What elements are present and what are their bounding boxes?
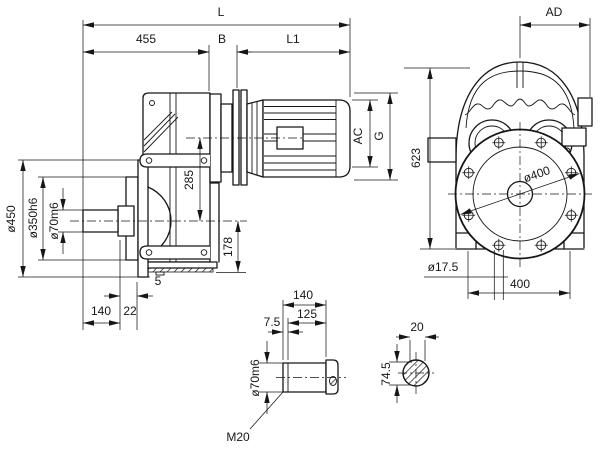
front-view: AD 623 ø400 ø17.5 400 xyxy=(404,5,593,300)
motor-flange-plate xyxy=(232,89,240,186)
key-cross-section: 20 74.5 xyxy=(379,320,439,403)
side-block-right xyxy=(577,97,593,127)
motor-body xyxy=(262,99,351,178)
dim-label-285: 285 xyxy=(182,170,196,190)
side-pad-left xyxy=(427,137,457,163)
housing-base xyxy=(142,261,218,269)
dim-label-L1: L1 xyxy=(286,32,300,46)
dim-label-178: 178 xyxy=(221,237,235,257)
dim-label-B: B xyxy=(218,32,226,46)
dim-label-dia450: ø450 xyxy=(4,205,18,233)
dim-label-22: 22 xyxy=(123,304,137,318)
dim-label-623: 623 xyxy=(409,148,423,168)
dim-label-dia17-5: ø17.5 xyxy=(428,260,459,274)
dim-label-400: 400 xyxy=(510,277,530,291)
rib-wave xyxy=(464,98,576,116)
housing-corner-hole xyxy=(149,100,155,106)
fan-cowl xyxy=(246,99,264,178)
dim-label-dia70m6-side: ø70m6 xyxy=(47,202,61,240)
mounting-bar-upper xyxy=(139,153,210,168)
dim-label-74-5: 74.5 xyxy=(379,362,393,386)
dim-label-G: G xyxy=(372,131,386,140)
dim-label-7-5: 7.5 xyxy=(264,315,281,329)
dim-label-455: 455 xyxy=(136,32,156,46)
dim-label-20: 20 xyxy=(410,320,424,334)
dim-label-dia70m6-shaft: ø70m6 xyxy=(248,359,262,397)
side-view: L 455 B L1 ø450 ø350h6 ø70m6 285 178 5 1… xyxy=(4,5,398,330)
dim-label-AD: AD xyxy=(546,5,563,19)
shaft-detail-view: 140 125 7.5 ø70m6 M20 xyxy=(226,288,346,444)
dim-label-AC: AC xyxy=(351,127,365,144)
side-pad-right xyxy=(561,127,587,147)
base-hatch xyxy=(146,267,214,273)
dim-label-dia350h6: ø350h6 xyxy=(26,197,40,238)
mounting-bar-lower xyxy=(139,245,210,260)
dim-label-140-shaft: 140 xyxy=(293,288,313,302)
dim-label-M20: M20 xyxy=(226,430,250,444)
dim-label-5: 5 xyxy=(155,274,162,288)
dim-label-125: 125 xyxy=(297,307,317,321)
dim-label-140-side: 140 xyxy=(91,304,111,318)
center-bore xyxy=(329,376,337,386)
m20-leader xyxy=(249,391,284,430)
dim-label-L: L xyxy=(218,5,225,19)
